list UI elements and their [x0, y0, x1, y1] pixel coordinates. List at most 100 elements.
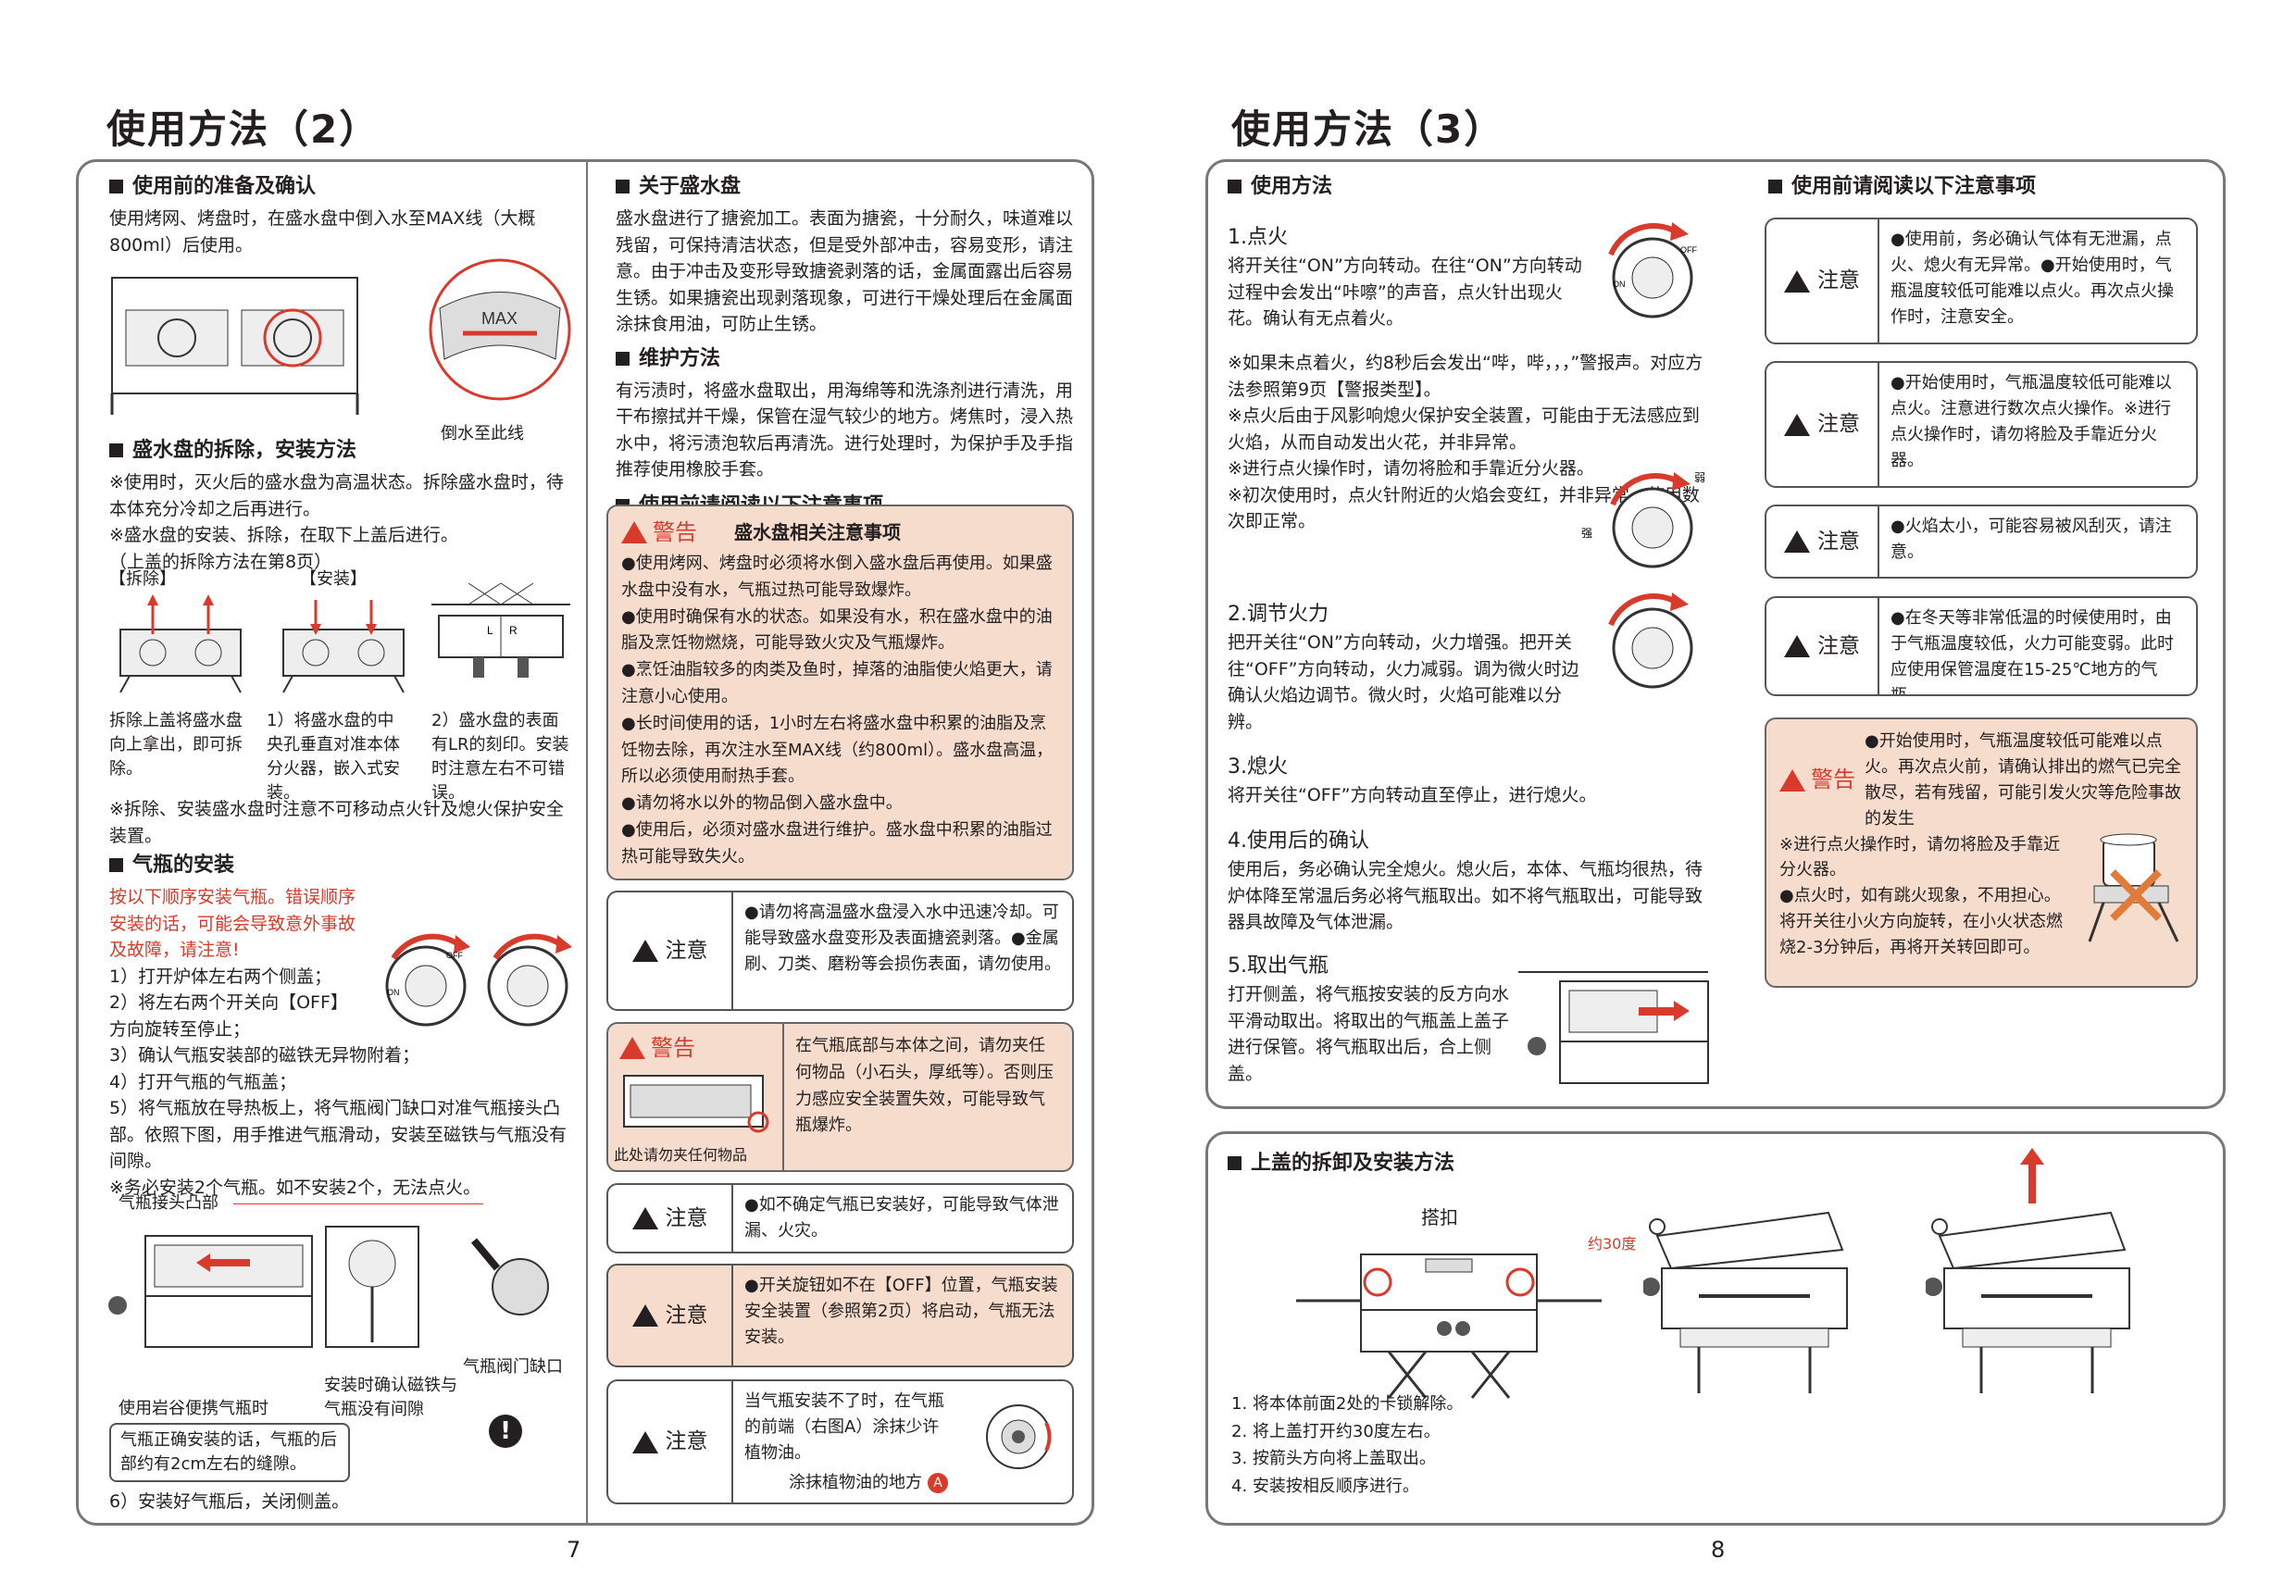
adjust-text: 把开关往“ON”方向转动，火力增强。把开关往“OFF”方向转动，火力减弱。调为微… — [1228, 632, 1579, 732]
usage-heading: 使用方法 — [1228, 171, 1709, 202]
caution-label: 注意 — [1766, 506, 1879, 577]
caution-triangle-icon — [1784, 269, 1810, 293]
caution-label: 注意 — [608, 892, 733, 1009]
extinguish-text: 将开关往“OFF”方向转动直至停止，进行熄火。 — [1228, 785, 1597, 805]
caution-box-r3: 注意 ●火焰太小，可能容易被风刮灭，请注意。 — [1765, 505, 2198, 579]
caution-box-4: 注意 当气瓶安装不了时，在气瓶的前端（右图A）涂抹少许植物油。 涂抹植物油的地方… — [606, 1379, 1074, 1504]
caution-text-r4: ●在冬天等非常低温的时候使用时，由于气瓶温度较低，火力可能变弱。此时应使用保管温… — [1890, 608, 2174, 696]
lid-remove-illustration — [1926, 1148, 2130, 1393]
install-tray-illustration — [282, 600, 405, 693]
angle-label: 约30度 — [1588, 1235, 1637, 1253]
lid-step-4: 4. 安装按相反顺序进行。 — [1231, 1477, 1419, 1497]
page-number-right: 8 — [1711, 1537, 1726, 1563]
install-label: 【安装】 — [300, 569, 367, 589]
lr-l-label: L — [487, 624, 493, 637]
remove-text: 打开侧盖，将气瓶按安装的反方向水平滑动取出。将取出的气瓶盖上盖子进行保管。将气瓶… — [1228, 984, 1510, 1084]
lid-front-illustration — [1296, 1253, 1602, 1399]
caution-label: 注意 — [608, 1381, 733, 1502]
warning-tag: 警告 — [619, 1031, 695, 1065]
maint-text: 有污渍时，将盛水盘取出，用海绵等和洗涤剂进行清洗，用干布擦拭并干燥，保管在湿气较… — [616, 380, 1074, 480]
warning-triangle-icon — [621, 521, 647, 543]
caution-text-4: 当气瓶安装不了时，在气瓶的前端（右图A）涂抹少许植物油。 — [744, 1391, 944, 1463]
lid-step-3: 3. 按箭头方向将上盖取出。 — [1231, 1449, 1436, 1469]
check-text: 使用后，务必确认完全熄火。熄火后，本体、气瓶均很热，待炉体降至常温后务必将气瓶取… — [1228, 859, 1703, 932]
right-warning-extra-2: ●点火时，如有跳火现象，不用担心。将开关往小火方向旋转，在小火状态燃烧2-3分钟… — [1779, 886, 2063, 958]
tray-line-2: ※盛水盘的安装、拆除，在取下上盖后进行。 — [109, 525, 458, 545]
bottle-remove-illustration — [1518, 971, 1709, 1084]
ignite-note-2: ※点火后由于风影响熄火保护安全装置，可能由于无法感应到火焰，从而自动发出火花，并… — [1228, 405, 1700, 453]
caution-box-r1: 注意 ●使用前，务必确认气体有无泄漏，点火、熄火有无异常。●开始使用时，气瓶温度… — [1765, 218, 2198, 344]
prep-heading: 使用前的准备及确认 — [109, 171, 572, 202]
pot-no-illustration — [2088, 833, 2179, 942]
max-line-zoom: MAX — [429, 258, 571, 401]
caution-triangle-icon — [631, 940, 658, 962]
gap-note: 气瓶正确安装的话，气瓶的后部约有2cm左右的缝隙。 — [120, 1430, 337, 1475]
about-text: 盛水盘进行了搪瓷加工。表面为搪瓷，十分耐久，味道难以残留，可保持清洁状态，但是受… — [616, 208, 1074, 334]
adjust-title: 2.调节火力 — [1228, 603, 1329, 626]
caution-label: 注意 — [608, 1185, 733, 1252]
prep-text: 使用烤网、烤盘时，在盛水盘中倒入水至MAX线（大概800ml）后使用。 — [109, 208, 536, 256]
warning-triangle-icon — [619, 1037, 645, 1059]
caution-triangle-icon — [1784, 413, 1810, 436]
caution-box-2: 注意 ●如不确定气瓶已安装好，可能导致气体泄漏、火灾。 — [606, 1183, 1074, 1253]
caution-box-r2: 注意 ●开始使用时，气瓶温度较低可能难以点火。注意进行数次点火操作。※进行点火操… — [1765, 361, 2198, 488]
ignite-text: 将开关往“ON”方向转动。在往“ON”方向转动过程中会发出“咔嚓”的声音，点火针… — [1228, 256, 1582, 329]
tray-warning-item: ●使用后，必须对盛水盘进行维护。盛水盘中积累的油脂过热可能导致失火。 — [621, 819, 1053, 867]
grill-tray-illustration — [110, 277, 359, 415]
ignite-note-4: ※初次使用时，点火针附近的火焰会变红，并非异常。使用数次即正常。 — [1228, 484, 1700, 532]
warning-tag: 警告 — [621, 516, 697, 549]
tray-line-1: ※使用时，灭火后的盛水盘为高温状态。拆除盛水盘时，待本体充分冷却之后再进行。 — [109, 472, 564, 519]
valve-label: 气瓶阀门缺口 — [463, 1357, 563, 1377]
off-label: OFF — [446, 951, 463, 960]
tray-warning-item: ●使用烤网、烤盘时必须将水倒入盛水盘后再使用。如果盛水盘中没有水，气瓶过热可能导… — [621, 554, 1053, 600]
square-bullet-icon — [109, 180, 123, 193]
right-warning-box: 警告 ●开始使用时，气瓶温度较低可能难以点火。再次点火前，请确认排出的燃气已完全… — [1765, 717, 2198, 988]
remove-label: 【拆除】 — [109, 569, 176, 589]
gas-heading: 气瓶的安装 — [109, 850, 581, 880]
knob-off-illustration: OFF ON — [385, 933, 572, 1027]
caution-box-3: 注意 ●开关旋钮如不在【OFF】位置，气瓶安装安全装置（参照第2页）将启动，气瓶… — [606, 1264, 1074, 1367]
ignite-title: 1.点火 — [1228, 226, 1288, 249]
ignite-note-1: ※如果未点着火，约8秒后会发出“哔，哔，，，”警报声。对应方法参照第9页【警报类… — [1228, 353, 1703, 400]
bottle-warning-caption: 此处请勿夹任何物品 — [614, 1146, 748, 1164]
square-bullet-icon — [616, 351, 630, 366]
lid-step-1: 1. 将本体前面2处的卡锁解除。 — [1231, 1394, 1464, 1414]
oil-caption: 涂抹植物油的地方 — [789, 1473, 922, 1492]
lr-mark-illustration: L R — [431, 582, 570, 678]
maint-heading: 维护方法 — [616, 343, 1079, 374]
bottle-warning-box: 警告 此处请勿夹任何物品 在气瓶底部与本体之间，请勿夹任何物品（小石头，厚纸等）… — [606, 1022, 1074, 1172]
caution-text-2: ●如不确定气瓶已安装好，可能导致气体泄漏、火灾。 — [744, 1195, 1059, 1241]
tray-line-3: （上盖的拆除方法在第8页） — [109, 551, 332, 572]
page-number-left: 7 — [567, 1537, 581, 1563]
check-title: 4.使用后的确认 — [1228, 829, 1369, 853]
gas-step-4: 4）打开气瓶的气瓶盖； — [109, 1071, 297, 1092]
knob-adjust-illustration: 弱 强 — [1581, 471, 1705, 568]
tray-caption-1: 拆除上盖将盛水盘向上拿出，即可拆除。 — [109, 711, 243, 779]
gas-step-2: 2）将左右两个开关向【OFF】方向旋转至停止； — [109, 992, 348, 1040]
tray-warning-item: ●使用时确保有水的状态。如果没有水，积在盛水盘中的油脂及烹饪物燃烧，可能导致火灾… — [621, 606, 1053, 654]
square-bullet-icon — [109, 858, 123, 872]
gas-step-1: 1）打开炉体左右两个侧盖； — [109, 966, 332, 987]
gap-note-box: 气瓶正确安装的话，气瓶的后部约有2cm左右的缝隙。 — [109, 1423, 350, 1483]
square-bullet-icon — [109, 443, 123, 457]
magnet-label: 安装时确认磁铁与气瓶没有间隙 — [324, 1376, 457, 1420]
caution-label: 注意 — [1766, 363, 1879, 486]
lid-open-illustration — [1643, 1211, 1848, 1393]
iwatani-label: 使用岩谷便携气瓶时 — [119, 1399, 268, 1418]
knob-adjust-2-illustration — [1608, 592, 1693, 689]
caution-text-r1: ●使用前，务必确认气体有无泄漏，点火、熄火有无异常。●开始使用时，气瓶温度较低可… — [1890, 230, 2174, 327]
caution-box-1: 注意 ●请勿将高温盛水盘浸入水中迅速冷却。可能导致盛水盘变形及表面搪瓷剥落。●金… — [606, 891, 1074, 1011]
max-label: MAX — [481, 309, 518, 328]
ignite-note-3: ※进行点火操作时，请勿将脸和手靠近分火器。 — [1228, 458, 1594, 479]
weak-label: 弱 — [1694, 471, 1705, 484]
caution-text-3: ●开关旋钮如不在【OFF】位置，气瓶安装安全装置（参照第2页）将启动，气瓶无法安… — [744, 1276, 1058, 1347]
caution-triangle-icon — [1784, 530, 1810, 553]
lid-step-2: 2. 将上盖打开约30度左右。 — [1231, 1421, 1441, 1441]
page-title-right: 使用方法（3） — [1231, 106, 1505, 152]
square-bullet-icon — [1228, 1156, 1242, 1170]
tray-caption-3: 2）盛水盘的表面有LR的刻印。安装时注意左右不可错误。 — [431, 711, 569, 804]
caution-triangle-icon — [1784, 635, 1810, 657]
off-label: OFF — [1680, 245, 1697, 255]
tray-warning-box: 警告 盛水盘相关注意事项 ●使用烤网、烤盘时必须将水倒入盛水盘后再使用。如果盛水… — [606, 505, 1074, 880]
tray-caption-2: 1）将盛水盘的中央孔垂直对准本体分火器，嵌入式安装。 — [267, 711, 400, 804]
